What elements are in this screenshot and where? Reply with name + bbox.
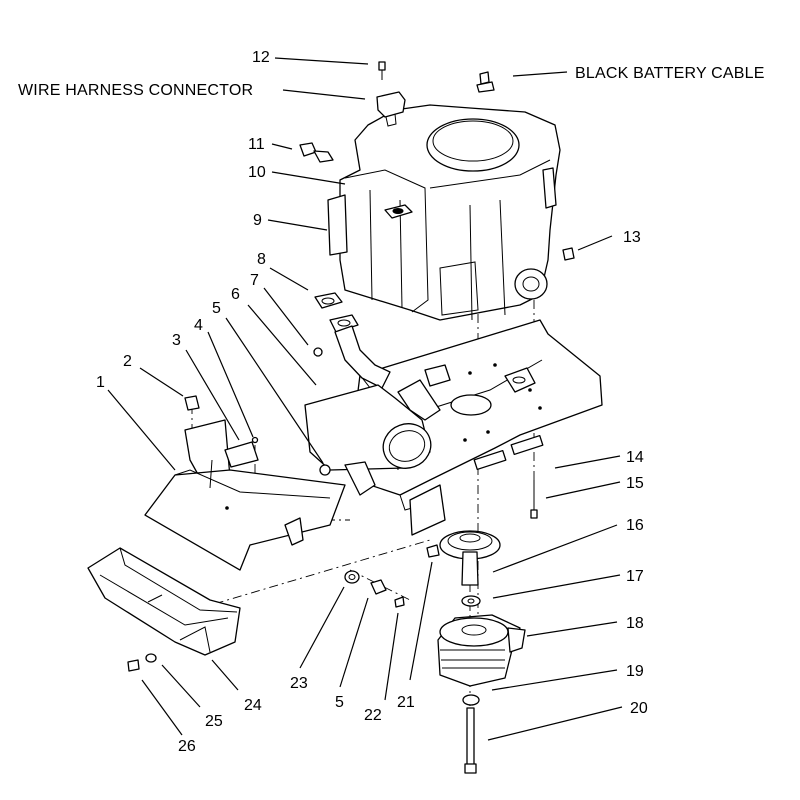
exhaust-pipe: [334, 325, 441, 421]
screw-4: [251, 436, 259, 444]
callout-22: 22: [364, 707, 382, 724]
wire-harness-connector: [376, 91, 406, 127]
muffler: [304, 384, 432, 496]
sensor-11: [299, 142, 334, 163]
spacer-23: [344, 570, 360, 584]
nut-5: [319, 464, 331, 476]
callout-4: 4: [194, 317, 203, 334]
engine: [327, 104, 561, 321]
callout-25: 25: [205, 713, 223, 730]
pulley: [439, 530, 501, 586]
fastener-2: [184, 395, 200, 411]
callout-6: 6: [231, 286, 240, 303]
screw-12: [378, 61, 386, 80]
label-black-battery-cable: BLACK BATTERY CABLE: [575, 65, 765, 82]
callout-21: 21: [397, 694, 415, 711]
callout-2: 2: [123, 353, 132, 370]
plate-3: [224, 441, 259, 468]
callout-13: 13: [623, 229, 641, 246]
bolt-26: [127, 659, 140, 672]
callout-17: 17: [626, 568, 644, 585]
battery-cable-bolt: [476, 71, 495, 93]
callout-15: 15: [626, 475, 644, 492]
callout-24: 24: [244, 697, 262, 714]
callout-16: 16: [626, 517, 644, 534]
callout-18: 18: [626, 615, 644, 632]
callout-1: 1: [96, 374, 105, 391]
callout-5-lower: 5: [335, 694, 344, 711]
washer-19: [462, 694, 480, 706]
callout-8: 8: [257, 251, 266, 268]
bumper: [87, 547, 241, 656]
callout-11: 11: [248, 136, 265, 153]
exhaust-gasket: [314, 292, 359, 333]
nut-13: [562, 247, 575, 261]
nut-7: [313, 347, 323, 357]
callout-14: 14: [626, 449, 644, 466]
heat-shield: [144, 419, 346, 571]
callout-5-upper: 5: [212, 300, 221, 317]
leader-lines: [107, 57, 623, 741]
label-wire-harness-connector: WIRE HARNESS CONNECTOR: [18, 82, 253, 99]
callout-23: 23: [290, 675, 308, 692]
callout-20: 20: [630, 700, 648, 717]
bolt-20: [464, 707, 477, 774]
callout-12: 12: [252, 49, 270, 66]
callout-9: 9: [253, 212, 262, 229]
washer-25: [145, 653, 157, 663]
nut-5-lower: [370, 579, 387, 595]
callout-7: 7: [250, 272, 259, 289]
bolt-21: [426, 544, 440, 558]
bolt-15: [530, 480, 538, 519]
part-name-labels: WIRE HARNESS CONNECTOR BLACK BATTERY CAB…: [18, 65, 765, 99]
callout-3: 3: [172, 332, 181, 349]
callout-26: 26: [178, 738, 196, 755]
electric-clutch: [437, 614, 526, 687]
washer-17: [461, 595, 481, 607]
bolt-22: [394, 596, 405, 608]
callout-19: 19: [626, 663, 644, 680]
callout-10: 10: [248, 164, 266, 181]
callout-numbers: 12 11 10 9 13 8 7 6 5 4 3 2 1 14 15 16 1…: [96, 49, 648, 755]
